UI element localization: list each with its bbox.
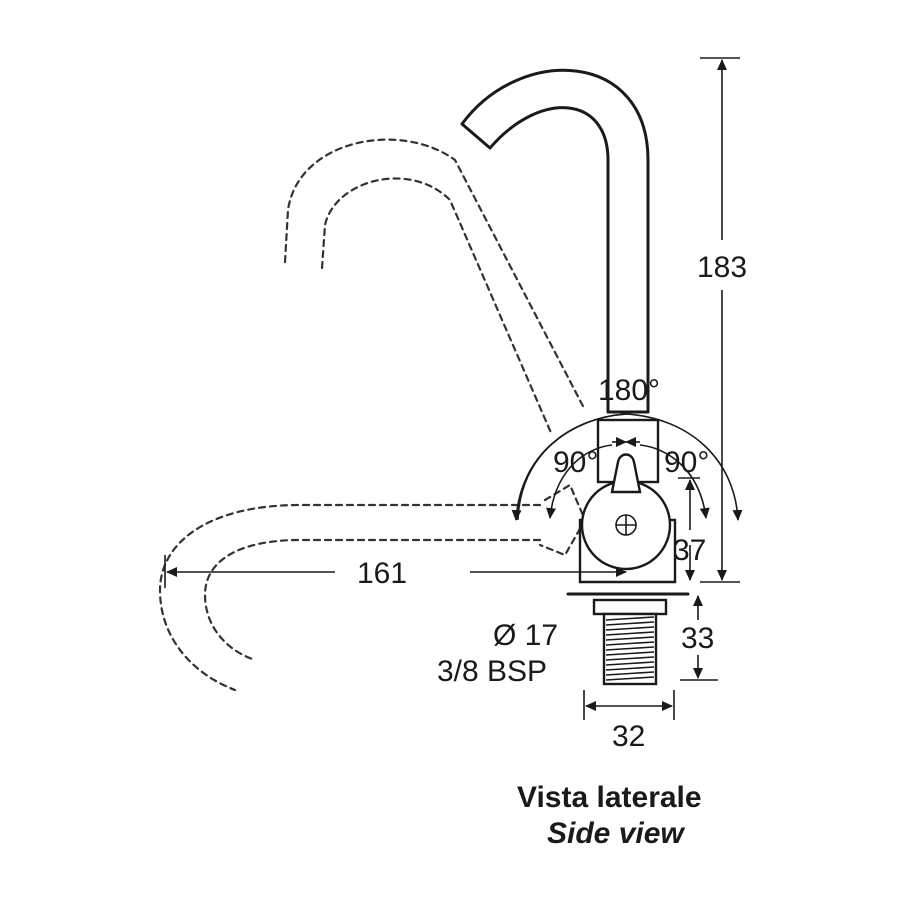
dashed-spout-upper	[283, 138, 587, 437]
solid-spout	[460, 68, 650, 414]
thread-line	[605, 626, 655, 631]
thread-line	[605, 671, 655, 676]
thread-line	[605, 651, 655, 656]
base-and-shank	[566, 592, 690, 686]
thread-line	[605, 676, 655, 681]
thread-line	[605, 656, 655, 661]
thread-line	[605, 666, 655, 671]
thread-line	[605, 661, 655, 666]
thread-line	[605, 621, 655, 626]
left-angle: 90°	[553, 446, 598, 479]
thread-lines	[605, 616, 655, 681]
right-angle: 90°	[664, 446, 709, 479]
rotation-arcs	[511, 413, 743, 521]
dimension-lines	[164, 57, 740, 720]
base-width-dimension: 32	[612, 720, 645, 753]
diameter-label: Ø 17	[493, 619, 558, 652]
caption-title-english: Side view	[547, 817, 685, 850]
valve-body	[578, 418, 677, 584]
handle-height-dimension: 37	[673, 534, 706, 567]
thread-label: 3/8 BSP	[437, 655, 547, 688]
reach-dimension: 161	[357, 557, 407, 590]
shank-length-dimension: 33	[681, 622, 714, 655]
thread-line	[605, 641, 655, 646]
rotation-angle: 180°	[598, 374, 660, 407]
height-dimension: 183	[697, 251, 747, 284]
thread-line	[605, 631, 655, 636]
thread-line	[605, 636, 655, 641]
thread-line	[605, 616, 655, 621]
caption-title-italian: Vista laterale	[517, 781, 702, 814]
thread-line	[605, 646, 655, 651]
